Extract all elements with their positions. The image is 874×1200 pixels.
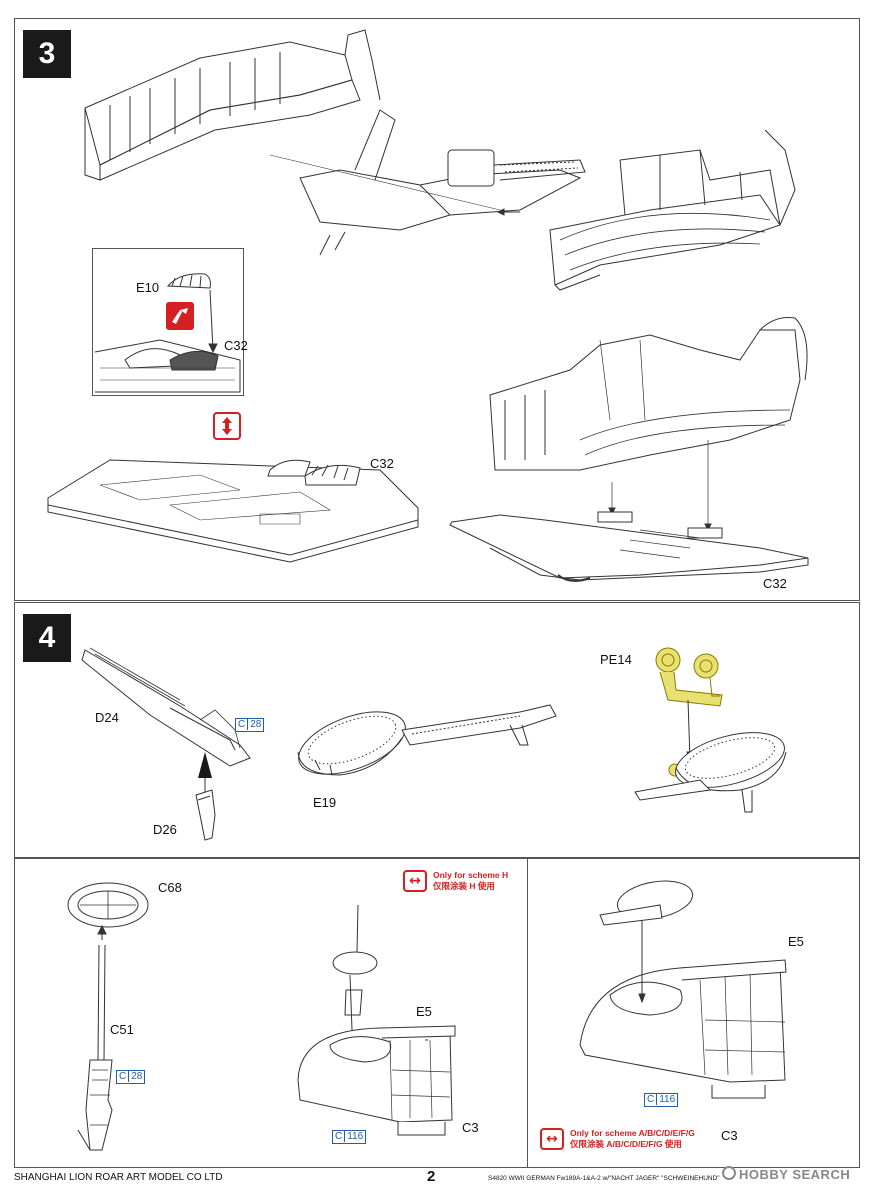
fuselage-assembled bbox=[490, 318, 807, 531]
gun-d24 bbox=[82, 648, 250, 840]
hobby-search-watermark: HOBBY SEARCH bbox=[722, 1166, 850, 1182]
step3-frame bbox=[14, 18, 860, 601]
ring-mount-e19 bbox=[290, 699, 556, 786]
step-number-4: 4 bbox=[23, 614, 71, 662]
watermark-logo-icon bbox=[722, 1166, 736, 1180]
part-label-c32-floor: C32 bbox=[370, 456, 394, 471]
footer-company: SHANGHAI LION ROAR ART MODEL CO LTD bbox=[14, 1172, 223, 1183]
step4-frame bbox=[14, 602, 860, 858]
part-label-e5-right: E5 bbox=[788, 934, 804, 949]
part-label-d24: D24 bbox=[95, 710, 119, 725]
note-scheme-ag-line2: 仅限涂装 A/B/C/D/E/F/G 使用 bbox=[570, 1139, 682, 1149]
cement-icon bbox=[166, 302, 194, 330]
control-column-c51 bbox=[68, 883, 148, 1150]
step-number-3: 3 bbox=[23, 30, 71, 78]
seat-shell-scheme-h bbox=[298, 905, 455, 1135]
part-label-c68: C68 bbox=[158, 880, 182, 895]
inset-armor-part bbox=[95, 274, 240, 392]
part-label-e10: E10 bbox=[136, 280, 160, 295]
floor-bottom-right bbox=[450, 512, 808, 581]
part-label-c32-detail: C32 bbox=[224, 338, 248, 353]
footer-product: S4820 WWII GERMAN Fw189A-1&A-2 w/"NACHT … bbox=[488, 1175, 720, 1182]
part-label-pe14: PE14 bbox=[600, 652, 632, 667]
part-label-c3-right: C3 bbox=[721, 1128, 738, 1143]
part-label-c32-bottom: C32 bbox=[763, 576, 787, 591]
seat-shell-scheme-ag bbox=[580, 876, 786, 1098]
scheme-arrows-icon: ↔ bbox=[403, 870, 427, 892]
note-scheme-h-line1: Only for scheme H bbox=[433, 870, 509, 880]
detail-inset-frame bbox=[92, 248, 244, 396]
part-label-e5-left: E5 bbox=[416, 1004, 432, 1019]
fuselage-interior-top bbox=[85, 30, 585, 255]
ring-mount-assembled bbox=[635, 722, 790, 812]
part-label-e19: E19 bbox=[313, 795, 337, 810]
swap-arrows-icon bbox=[213, 412, 241, 440]
scheme-arrows-icon: ↔ bbox=[540, 1128, 564, 1150]
note-scheme-ag-line1: Only for scheme A/B/C/D/E/F/G bbox=[570, 1128, 695, 1138]
note-scheme-h-line2: 仅限涂装 H 使用 bbox=[433, 881, 495, 891]
part-label-c3-left: C3 bbox=[462, 1120, 479, 1135]
scheme-h-frame bbox=[14, 858, 528, 1168]
part-label-d26: D26 bbox=[153, 822, 177, 837]
part-label-c51: C51 bbox=[110, 1022, 134, 1037]
fuselage-side-right bbox=[550, 130, 795, 290]
footer-page-number: 2 bbox=[427, 1168, 436, 1185]
cockpit-floor bbox=[48, 460, 418, 562]
